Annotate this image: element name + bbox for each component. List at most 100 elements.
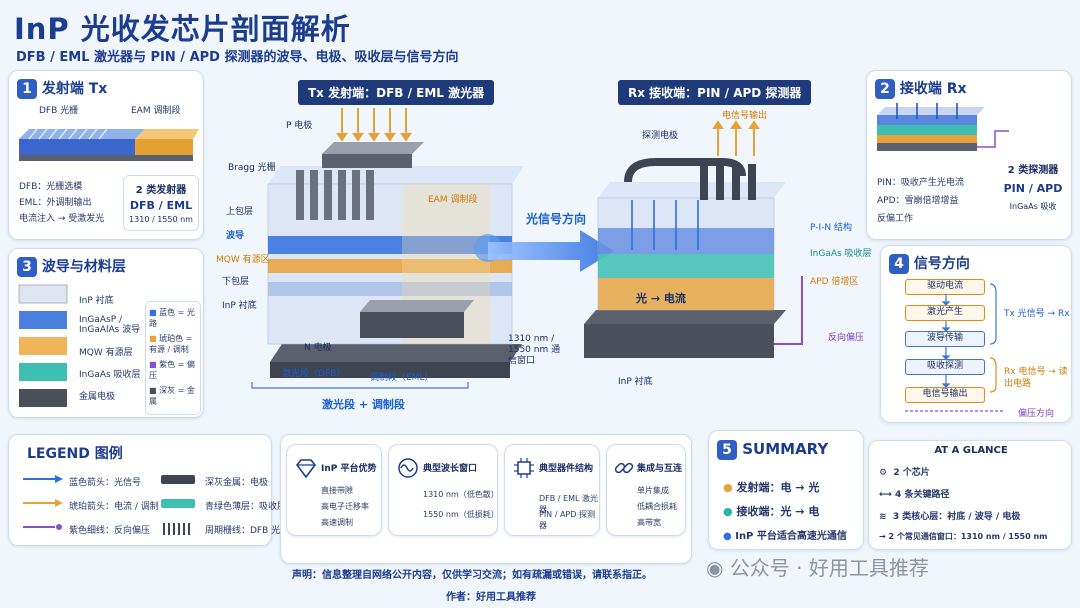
wave-icon (398, 458, 418, 478)
tx-eam-label: EAM 调制段 (131, 106, 181, 116)
feature-4-item-3: 高带宽 (637, 518, 661, 527)
tx-card: 1 发射端 Tx DFB 光栅 EAM 调制段 DFB：光栅选模 EML：外调制… (8, 70, 204, 240)
color-notes: ■ 蓝色 = 光路 ■ 琥珀色 = 有源 / 调制 ■ 紫色 = 偏压 ■ 深灰… (145, 301, 201, 415)
feature-title-2: 典型波长窗口 (423, 464, 478, 474)
feature-3-item-1: DFB / EML 激光器 (539, 494, 598, 514)
chip-icon (514, 458, 534, 478)
legend-arrow-icons (23, 475, 63, 530)
legend-item-6: 周期栅线：DFB 光栅 (205, 526, 290, 536)
feature-3-item-2: PIN / APD 探测器 (539, 510, 595, 530)
tx-card-title: 发射端 Tx (41, 81, 108, 97)
apd-label: APD 倍增区 (810, 277, 859, 287)
tx-substrate-label: InP 衬底 (222, 301, 257, 311)
feature-4-item-2: 低耦合损耗 (637, 502, 677, 511)
layer-label-mqw: MQW 有源层 (79, 348, 133, 358)
rx-substrate-label: InP 衬底 (618, 377, 653, 387)
tx-side-title: 2 类发射器 (135, 185, 187, 196)
footer-author: 作者：好用工具推荐 (446, 592, 536, 603)
upper-clad-label: 上包层 (226, 207, 254, 217)
signal-card-title: 信号方向 (913, 256, 970, 272)
legend-item-2: 琥珀箭头：电流 / 调制 (69, 502, 159, 512)
feature-2-item-1: 1310 nm（低色散） (423, 490, 499, 499)
rx-card-number: 2 (875, 79, 895, 99)
rx-side-title: 2 类探测器 (1007, 165, 1059, 176)
light-to-current-label: 光 → 电流 (636, 292, 686, 305)
feature-1-item-3: 高速调制 (321, 518, 353, 527)
light-signal-arrow (488, 230, 614, 272)
eam-label: EAM 调制段 (428, 195, 478, 205)
flow-step-2: 激光产生 (905, 305, 985, 321)
diamond-icon (295, 459, 317, 479)
pin-structure-label: P-I-N 结构 (810, 223, 852, 233)
wechat-icon: ◉ (706, 556, 724, 580)
rx-bullet-1: PIN：吸收产生光电流 (877, 178, 964, 188)
tx-bullet-2: EML：外调制输出 (19, 198, 92, 208)
glance-row-2: 4 条关键路径 (895, 490, 950, 500)
rx-chip-illustration (877, 103, 1009, 151)
probe-electrode-label: 探测电极 (642, 131, 679, 141)
footer-statement: 声明：信息整理自网络公开内容，仅供学习交流；如有疏漏或错误，请联系指正。 (292, 570, 652, 581)
summary-item-2: 接收端：光 → 电 (736, 505, 820, 518)
n-electrode-label: N 电极 (304, 343, 332, 353)
glance-title: AT A GLANCE (934, 445, 1008, 456)
feature-title-1: InP 平台优势 (321, 464, 377, 474)
feature-title-4: 集成与互连 (637, 464, 683, 474)
legend-title: LEGEND 图例 (27, 446, 123, 462)
summary-item-1: 发射端：电 → 光 (736, 481, 820, 494)
flow-step-1: 驱动电流 (905, 279, 985, 295)
flow-arrows (941, 294, 951, 388)
lower-clad-label: 下包层 (222, 277, 250, 287)
tx-laser-3d-illustration (267, 108, 524, 378)
glance-row-1: 2 个芯片 (893, 468, 930, 478)
bragg-label: Bragg 光栅 (228, 163, 276, 173)
rx-bullet-2: APD：雪崩倍增增益 (877, 196, 959, 206)
tx-bullet-1: DFB：光栅选模 (19, 182, 83, 192)
glance-row-3: 3 类核心层：衬底 / 波导 / 电极 (892, 512, 1021, 522)
electrical-output-label: 电信号输出 (722, 111, 768, 121)
rx-bullet-3: 反偏工作 (877, 214, 914, 224)
feature-1-item-1: 直接带隙 (321, 486, 353, 495)
laser-segment-label: 激光段（DFB） (282, 369, 346, 379)
summary-card: 5 SUMMARY ● 发射端：电 → 光 ● 接收端：光 → 电 ● InP … (708, 430, 864, 550)
light-direction-label: 光信号方向 (526, 212, 587, 226)
arrow-icon: → (879, 532, 886, 541)
summary-item-3: InP 平台适合高速光通信 (735, 531, 847, 542)
flow-step-4: 吸收探测 (905, 359, 985, 375)
legend-card: LEGEND 图例 蓝色箭头：光信号 琥珀箭头：电流 / 调制 紫色细线：反向偏… (8, 434, 289, 546)
layer-label-absorb: InGaAs 吸收层 (79, 370, 141, 380)
feature-2-item-2: 1550 nm（低损耗） (423, 510, 499, 519)
page-subtitle: DFB / EML 激光器与 PIN / APD 探测器的波导、电极、吸收层与信… (16, 50, 459, 65)
rx-flow-note: Rx 电信号 → 读出电路 (1004, 367, 1068, 389)
watermark-text: 公众号 · 好用工具推荐 (729, 556, 929, 580)
link-icon (614, 462, 634, 474)
mqw-label: MQW 有源区 (216, 255, 270, 265)
tx-emitter-summary: 2 类发射器 DFB / EML 1310 / 1550 nm (123, 175, 199, 231)
note-amber: 琥珀色 = 有源 / 调制 (149, 334, 193, 354)
tx-flow-note: Tx 光信号 → Rx (1004, 309, 1070, 319)
window-label: 1310 nm / 1550 nm 通信窗口 (508, 334, 561, 366)
layers-icon: ≋ (879, 512, 887, 522)
rx-detector-3d-illustration (584, 120, 803, 358)
segment-brace (251, 382, 469, 389)
ingaas-label: InGaAs 吸收层 (810, 249, 872, 259)
mod-segment-label: 调制段（EML） (370, 373, 434, 383)
legend-item-3: 紫色细线：反向偏压 (69, 526, 151, 536)
waveguide-card-title: 波导与材料层 (41, 259, 126, 275)
flow-step-5: 电信号输出 (905, 387, 985, 403)
rx-side-sub: InGaAs 吸收 (1009, 202, 1057, 211)
feature-card-integration: 集成与互连 单片集成 低耦合损耗 高带宽 (606, 444, 686, 536)
tx-diagram-header: Tx 发射端：DFB / EML 激光器 (298, 80, 495, 105)
feature-card-wavelength: 典型波长窗口 1310 nm（低色散） 1550 nm（低损耗） (388, 444, 499, 536)
combined-segment-label: 激光段 + 调制段 (322, 398, 405, 411)
bias-direction-line (905, 410, 1005, 412)
page-title: InP 光收发芯片剖面解析 (14, 12, 351, 46)
tx-side-sub: 1310 / 1550 nm (129, 215, 193, 224)
layer-label-waveguide: InGaAsP / InGaAlAs 波导 (79, 315, 141, 335)
feature-card-devices: 典型器件结构 DFB / EML 激光器 PIN / APD 探测器 (504, 444, 600, 536)
legend-item-1: 蓝色箭头：光信号 (69, 478, 142, 488)
tx-bullet-3: 电流注入 → 受激发光 (19, 214, 105, 224)
rx-card: 2 接收端 Rx PIN：吸收产生光电流 APD：雪崩倍增增益 反偏工作 2 类… (866, 70, 1072, 240)
feature-1-item-2: 高电子迁移率 (321, 502, 369, 511)
feature-card-inp: InP 平台优势 直接带隙 高电子迁移率 高速调制 (286, 444, 382, 536)
tx-grating-label: DFB 光栅 (39, 106, 79, 116)
